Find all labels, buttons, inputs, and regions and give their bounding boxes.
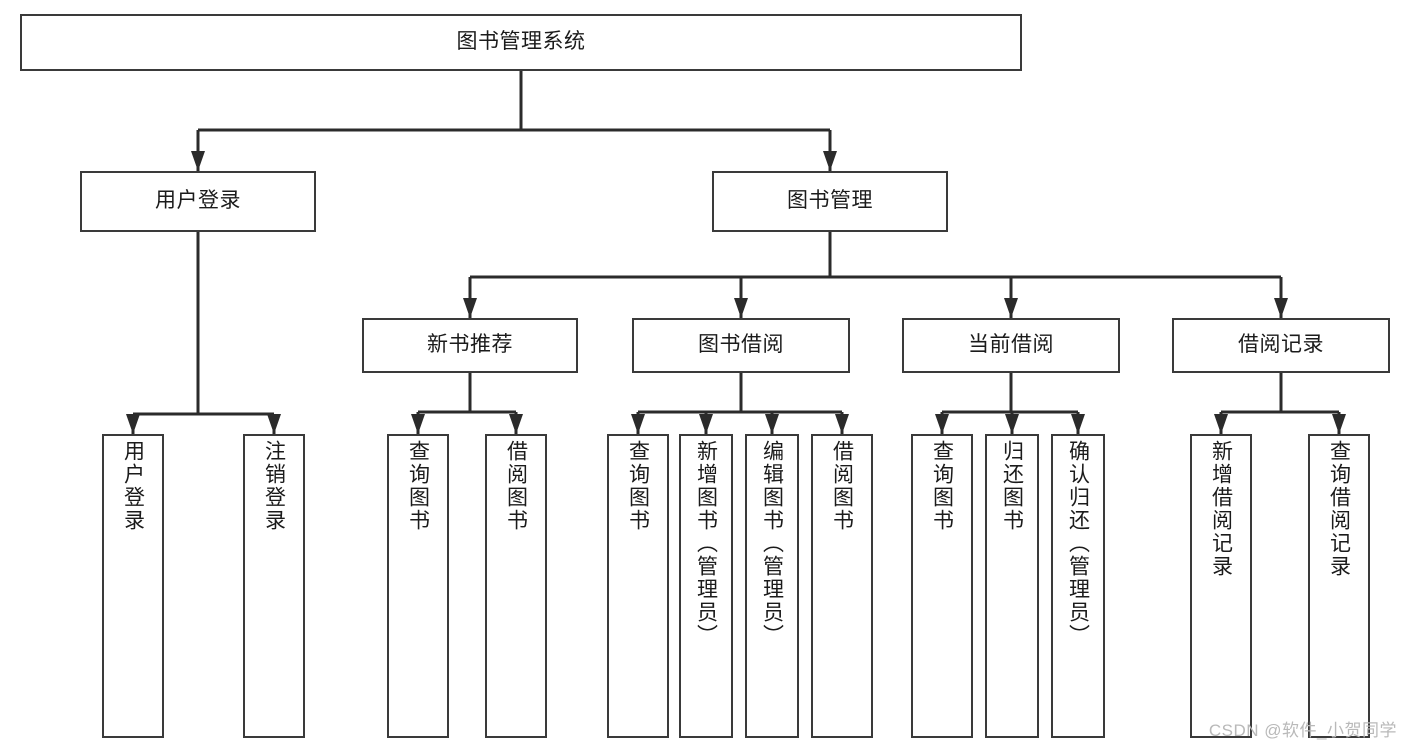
node-leaf-edit-book[interactable]: 编辑图书（管理员） (745, 434, 799, 738)
node-leaf-confirm-return[interactable]: 确认归还（管理员） (1051, 434, 1105, 738)
node-label: 新增借阅记录 (1209, 440, 1233, 578)
watermark: CSDN @软件_小贺同学 (1208, 721, 1397, 740)
node-book-manage[interactable]: 图书管理 (712, 171, 948, 232)
node-label: 新增图书（管理员） (694, 440, 718, 647)
arrowhead (1004, 298, 1018, 318)
node-current-borrow[interactable]: 当前借阅 (902, 318, 1120, 373)
arrowhead (1332, 414, 1346, 434)
node-label: 注销登录 (262, 440, 286, 532)
node-leaf-query-record[interactable]: 查询借阅记录 (1308, 434, 1370, 738)
arrowhead (631, 414, 645, 434)
arrowhead (699, 414, 713, 434)
arrowhead (267, 414, 281, 434)
arrowhead (1274, 298, 1288, 318)
node-new-book-rec[interactable]: 新书推荐 (362, 318, 578, 373)
node-leaf-add-record[interactable]: 新增借阅记录 (1190, 434, 1252, 738)
node-leaf-query-book-1[interactable]: 查询图书 (387, 434, 449, 738)
arrowhead (765, 414, 779, 434)
arrowhead (411, 414, 425, 434)
node-label: 图书管理 (787, 189, 873, 213)
node-leaf-borrow-book-1[interactable]: 借阅图书 (485, 434, 547, 738)
node-book-borrow[interactable]: 图书借阅 (632, 318, 850, 373)
node-label: 当前借阅 (968, 333, 1054, 357)
node-label: 查询图书 (406, 440, 430, 532)
node-label: 借阅图书 (830, 440, 854, 532)
node-label: 确认归还（管理员） (1066, 440, 1090, 647)
node-label: 图书借阅 (698, 333, 784, 357)
arrowhead (1071, 414, 1085, 434)
node-label: 图书管理系统 (456, 30, 586, 54)
node-label: 用户登录 (155, 189, 241, 213)
node-borrow-record[interactable]: 借阅记录 (1172, 318, 1390, 373)
arrowhead (509, 414, 523, 434)
node-leaf-return-book[interactable]: 归还图书 (985, 434, 1039, 738)
node-label: 借阅记录 (1238, 333, 1324, 357)
arrowhead (823, 151, 837, 171)
node-root[interactable]: 图书管理系统 (20, 14, 1022, 71)
node-user-login[interactable]: 用户登录 (80, 171, 316, 232)
node-label: 归还图书 (1000, 440, 1024, 532)
arrowhead (734, 298, 748, 318)
node-leaf-add-book[interactable]: 新增图书（管理员） (679, 434, 733, 738)
node-label: 编辑图书（管理员） (760, 440, 784, 647)
node-label: 用户登录 (121, 440, 145, 532)
arrowhead (463, 298, 477, 318)
node-label: 查询图书 (930, 440, 954, 532)
node-leaf-query-book-2[interactable]: 查询图书 (607, 434, 669, 738)
arrowhead (191, 151, 205, 171)
arrowhead (126, 414, 140, 434)
arrowhead (1005, 414, 1019, 434)
arrowhead (935, 414, 949, 434)
node-leaf-user-login[interactable]: 用户登录 (102, 434, 164, 738)
node-label: 借阅图书 (504, 440, 528, 532)
node-label: 查询借阅记录 (1327, 440, 1351, 578)
arrowhead (1214, 414, 1228, 434)
node-leaf-logout[interactable]: 注销登录 (243, 434, 305, 738)
node-leaf-borrow-book-2[interactable]: 借阅图书 (811, 434, 873, 738)
node-label: 查询图书 (626, 440, 650, 532)
node-label: 新书推荐 (427, 333, 513, 357)
arrowhead (835, 414, 849, 434)
node-leaf-query-book-3[interactable]: 查询图书 (911, 434, 973, 738)
